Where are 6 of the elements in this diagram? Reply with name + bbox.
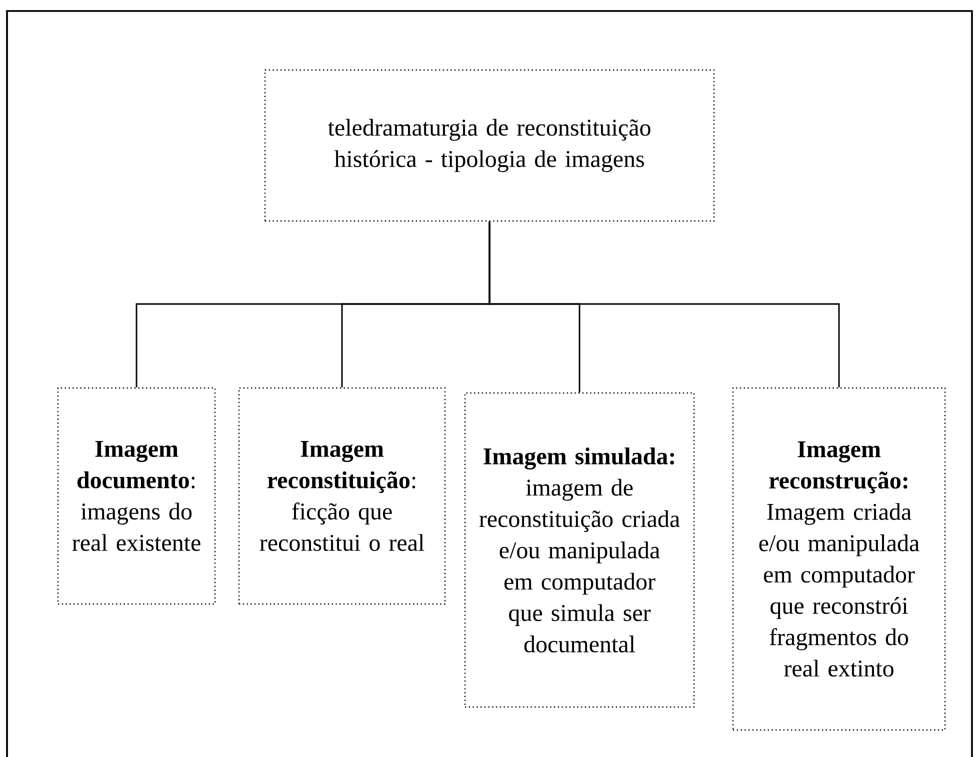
text-box: Imagem reconstrução: Imagem criada e/ou manipulada em computador que reconstrói fragmentos do real extinto	[732, 387, 946, 731]
text-box: Imagem reconstituição: ficção que reconstitui o real	[238, 387, 446, 605]
text-box: Imagem documento: imagens do real existente	[57, 387, 216, 605]
connector-line	[488, 222, 840, 388]
text-box: teledramaturgia de reconstituição histórica - tipologia de imagens	[264, 69, 715, 222]
text-box: Imagem simulada: imagem de reconstituição criada e/ou manipulada em computador que simula ser documental	[464, 392, 695, 708]
